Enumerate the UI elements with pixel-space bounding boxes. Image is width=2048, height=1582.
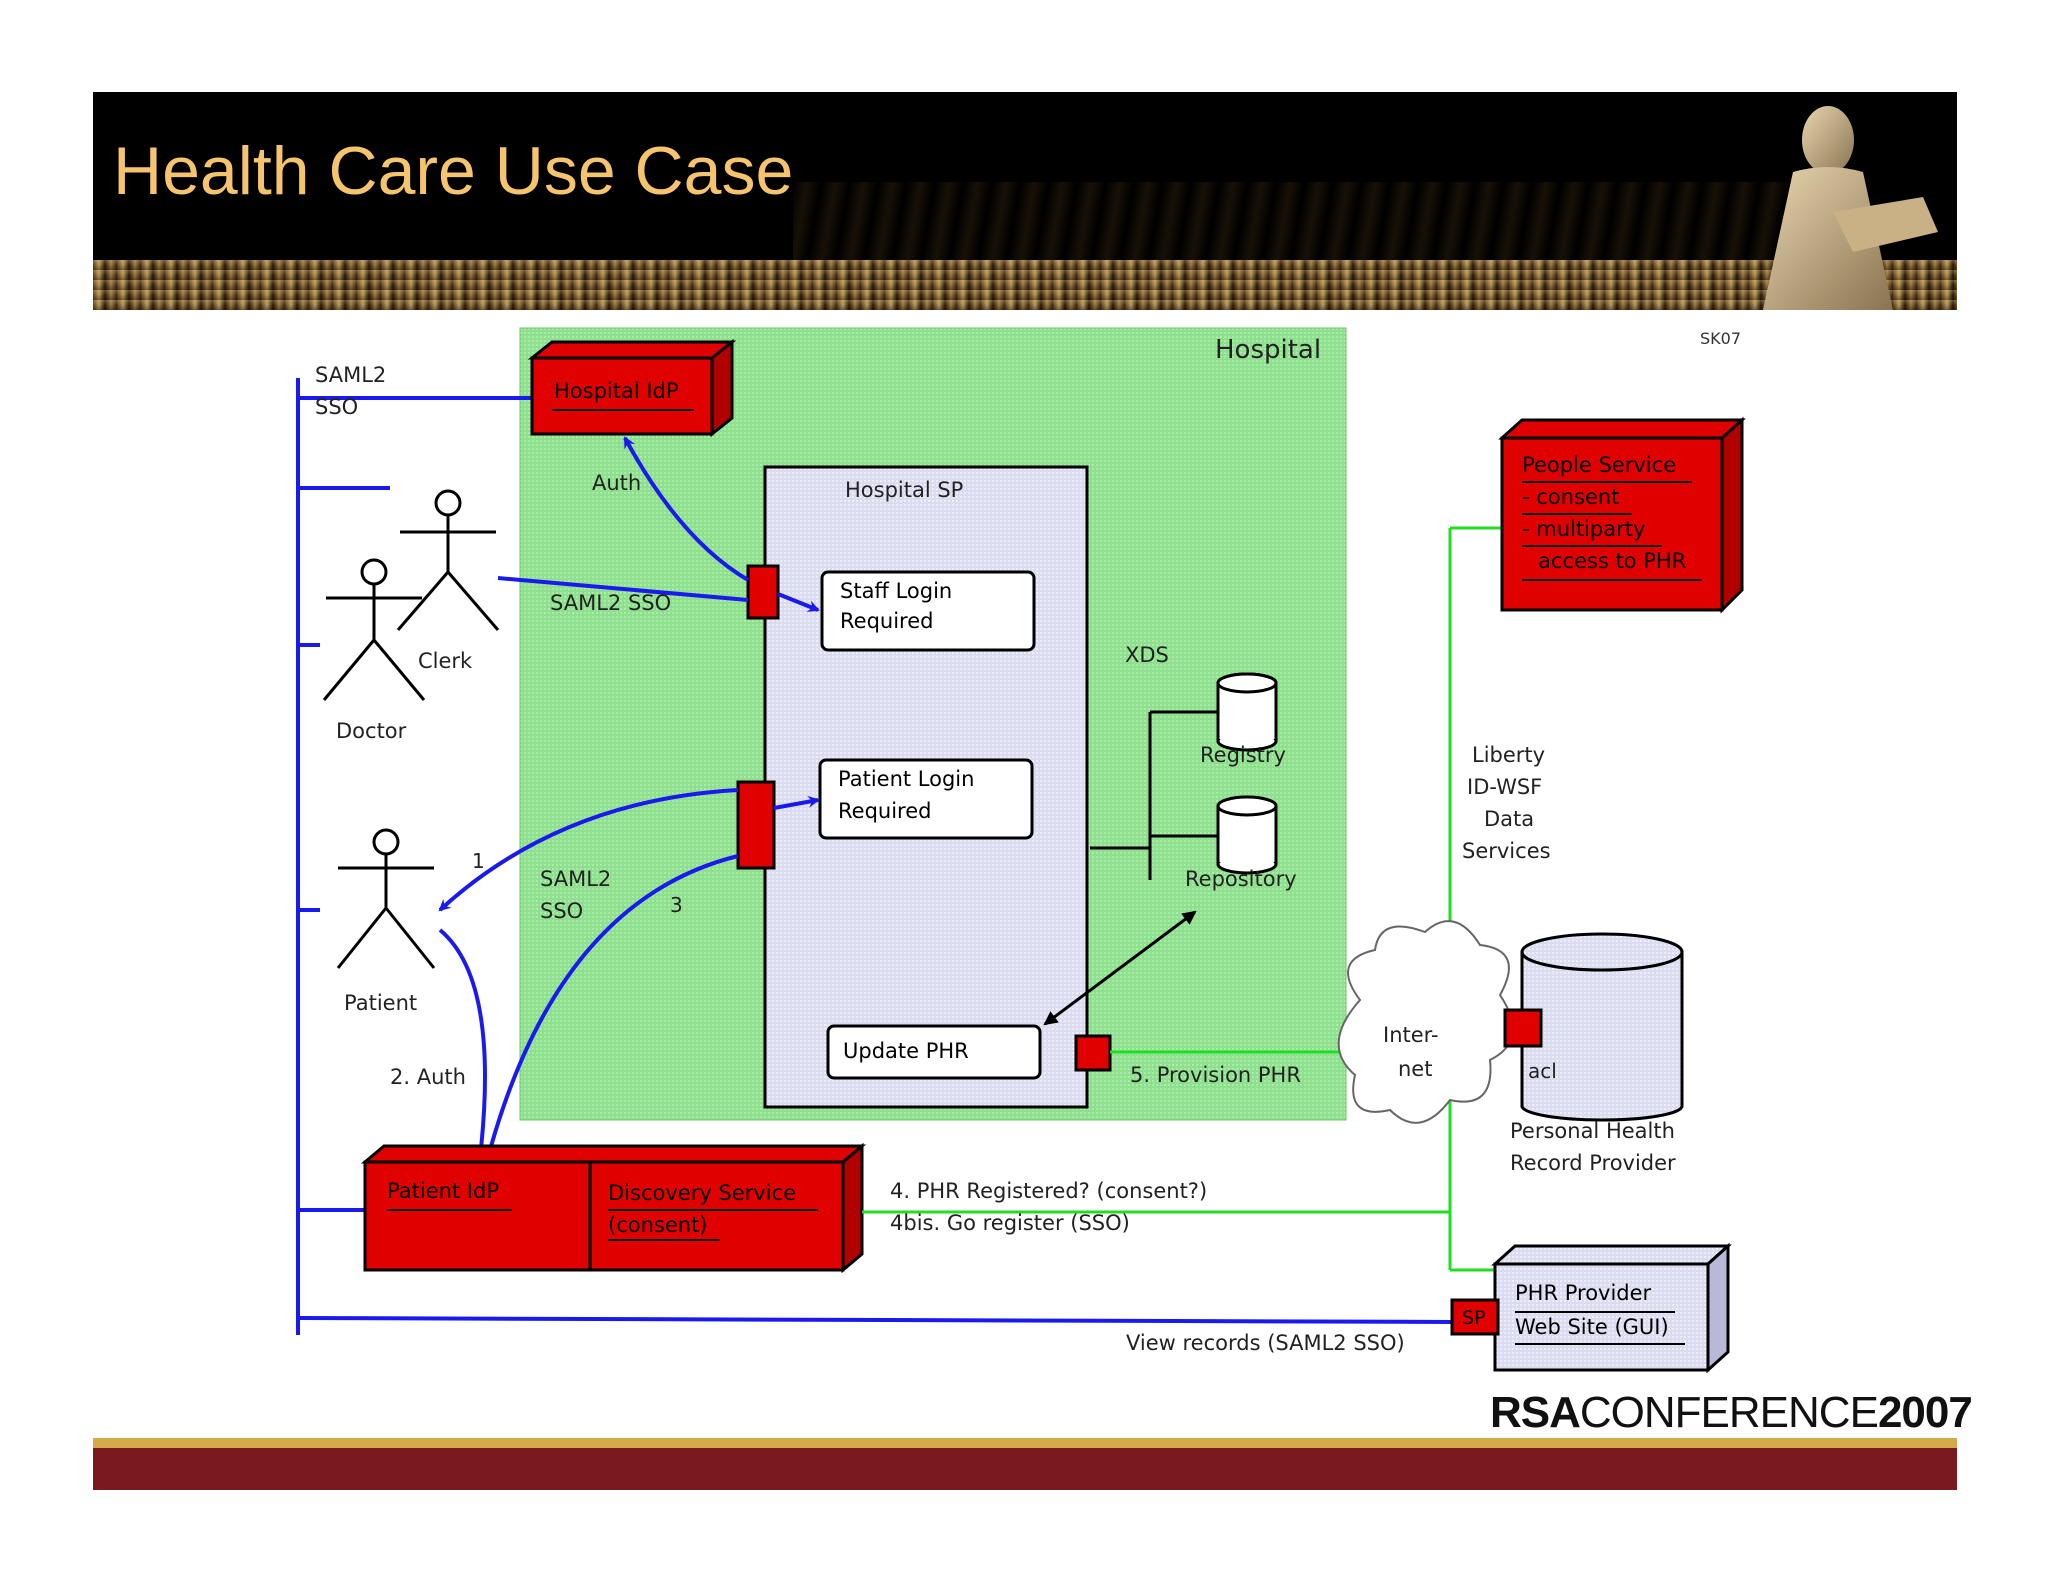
saml2-sso-bus (296, 378, 1456, 1335)
step3-arrow (773, 795, 820, 810)
internet-line1: Inter- (1383, 1023, 1439, 1047)
internet-line2: net (1398, 1057, 1432, 1081)
patient-label: Patient (344, 991, 417, 1015)
discovery-label-1: Discovery Service (608, 1181, 796, 1205)
liberty-green-lines (862, 526, 1510, 1272)
update-phr-box (826, 1024, 1042, 1080)
liberty-line1: Liberty (1472, 743, 1545, 767)
patient-login-line2: Required (838, 799, 931, 823)
patient-login-line1: Patient Login (838, 767, 974, 791)
step1-arrow (438, 788, 739, 912)
slide-code: SK07 (1700, 329, 1741, 348)
repository-label: Repository (1185, 867, 1297, 891)
patient-login-box (818, 758, 1034, 840)
step3-label: 3 (670, 893, 683, 917)
slide-title: Health Care Use Case (113, 133, 794, 209)
doctor-label: Doctor (336, 719, 407, 743)
people-service-box: People Service - consent - multiparty ac… (1498, 416, 1746, 614)
step3-line (488, 854, 739, 1151)
staff-login-box (820, 570, 1036, 652)
brand-year: 2007 (1877, 1388, 1973, 1437)
people-service-line3: - multiparty (1522, 517, 1645, 541)
footer-red-band (93, 1448, 1957, 1490)
saml2-sso-low-2: SSO (540, 899, 583, 923)
saml2-sso-staff-arrow (777, 592, 820, 612)
phr-web-box: PHR Provider Web Site (GUI) (1491, 1242, 1732, 1374)
discovery-label-2: (consent) (608, 1213, 708, 1237)
brand-conf: CONFERENCE (1579, 1388, 1879, 1437)
clerk-label: Clerk (418, 649, 473, 673)
rsa-conference-logo: RSACONFERENCE2007 (1490, 1388, 1973, 1438)
phr-acl-port (1503, 1008, 1543, 1048)
patient-port (736, 780, 776, 870)
phr-web-line2: Web Site (GUI) (1515, 1315, 1669, 1339)
repository-cylinder (1216, 795, 1278, 875)
phr-record-line1: Personal Health (1510, 1119, 1675, 1143)
saml2-sso-clerk-line (497, 576, 749, 602)
hospital-idp-box: Hospital IdP (527, 338, 737, 438)
doctor-figure (322, 558, 426, 701)
hospital-label: Hospital (1215, 335, 1321, 365)
provision-port (1074, 1034, 1112, 1072)
patient-idp-label: Patient IdP (387, 1179, 499, 1203)
update-repository-arrow (1043, 910, 1197, 1026)
patient-idp-box: Patient IdP Discovery Service (consent) (360, 1142, 867, 1274)
internet-cloud (1337, 920, 1514, 1124)
acl-label: acl (1528, 1059, 1557, 1083)
auth-label: Auth (592, 471, 641, 495)
step2-arrow (438, 928, 488, 1160)
people-service-line4: access to PHR (1538, 549, 1686, 573)
liberty-line2: ID-WSF (1467, 775, 1542, 799)
patient-figure (336, 828, 436, 969)
manuscript-texture (793, 182, 1793, 260)
footer-gold-stripe (93, 1438, 1957, 1448)
phr-web-line1: PHR Provider (1515, 1281, 1652, 1305)
sp-label: SP (1462, 1307, 1486, 1329)
staff-login-line1: Staff Login (840, 579, 952, 603)
liberty-line4: Services (1462, 839, 1551, 863)
brand-rsa: RSA (1490, 1388, 1581, 1437)
saml2-sso-label-2: SSO (315, 395, 358, 419)
staff-login-line2: Required (840, 609, 933, 633)
step5-label: 5. Provision PHR (1130, 1063, 1301, 1087)
people-service-line2: - consent (1522, 485, 1619, 509)
clerk-figure (396, 489, 500, 631)
xds-label: XDS (1125, 643, 1169, 667)
slide-header: Health Care Use Case (93, 92, 1957, 310)
statue-icon (1763, 106, 1938, 310)
liberty-line3: Data (1484, 807, 1534, 831)
view-records-label: View records (SAML2 SSO) (1126, 1331, 1405, 1355)
phr-record-cylinder (1520, 932, 1684, 1122)
sp-port (1450, 1298, 1500, 1336)
step4-label: 4. PHR Registered? (consent?) (890, 1179, 1207, 1203)
saml2-sso-low-1: SAML2 (540, 867, 611, 891)
hospital-sp-label: Hospital SP (845, 478, 963, 502)
step4bis-label: 4bis. Go register (SSO) (890, 1211, 1130, 1235)
step1-label: 1 (472, 849, 485, 873)
registry-label: Registry (1200, 743, 1286, 767)
hospital-idp-label: Hospital IdP (554, 379, 679, 403)
step2-label: 2. Auth (390, 1065, 466, 1089)
saml2-sso-label-1: SAML2 (315, 363, 386, 387)
auth-arrow (623, 436, 750, 582)
decorative-band (93, 260, 1957, 310)
people-service-line1: People Service (1522, 453, 1676, 477)
registry-cylinder (1216, 672, 1278, 752)
phr-record-line2: Record Provider (1510, 1151, 1676, 1175)
update-phr-label: Update PHR (843, 1039, 969, 1063)
saml2-sso-mid-label: SAML2 SSO (550, 591, 671, 615)
staff-port (746, 564, 780, 620)
xds-connector (1090, 710, 1218, 880)
